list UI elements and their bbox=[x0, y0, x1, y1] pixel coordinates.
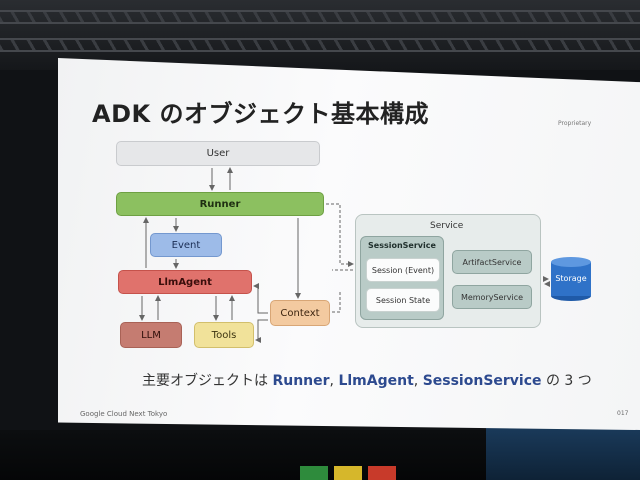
stage-light bbox=[300, 466, 328, 480]
stage-light bbox=[334, 466, 362, 480]
footer-event-name: Google Cloud Next Tokyo bbox=[80, 410, 168, 418]
slide-title: ADK のオブジェクト基本構成 bbox=[92, 100, 429, 128]
slide-caption: 主要オブジェクトは Runner, LlmAgent, SessionServi… bbox=[142, 370, 592, 390]
diagram-connectors bbox=[139, 167, 550, 343]
caption-llmagent: LlmAgent bbox=[338, 373, 414, 389]
llm-box: LLM bbox=[120, 322, 182, 348]
page-number: 017 bbox=[617, 410, 629, 417]
ceiling-truss bbox=[0, 38, 640, 52]
runner-box: Runner bbox=[116, 192, 324, 216]
caption-prefix: 主要オブジェクトは bbox=[142, 373, 273, 389]
memory-service-box: MemoryService bbox=[452, 285, 532, 309]
proprietary-label: Proprietary bbox=[558, 120, 592, 127]
tools-box: Tools bbox=[194, 322, 254, 348]
stage-light bbox=[368, 466, 396, 480]
projection-screen: ADK のオブジェクト基本構成 Proprietary bbox=[58, 58, 640, 430]
context-box: Context bbox=[270, 300, 330, 326]
llmagent-box: LlmAgent bbox=[118, 270, 252, 294]
caption-suffix: の 3 つ bbox=[541, 373, 592, 389]
artifact-service-box: ArtifactService bbox=[452, 250, 532, 274]
service-label: Service bbox=[430, 221, 464, 231]
session-service-label: SessionService bbox=[368, 241, 436, 250]
storage-label: Storage bbox=[555, 274, 587, 283]
storage-cylinder-icon bbox=[551, 257, 591, 301]
caption-separator: , bbox=[413, 373, 423, 389]
caption-runner: Runner bbox=[272, 373, 330, 389]
stage-side-panel bbox=[486, 428, 640, 480]
caption-separator: , bbox=[329, 373, 339, 389]
event-box: Event bbox=[150, 233, 222, 257]
caption-sessionservice: SessionService bbox=[422, 373, 542, 389]
session-event-box: Session (Event) bbox=[366, 258, 440, 282]
ceiling-truss bbox=[0, 10, 640, 24]
user-box: User bbox=[116, 141, 320, 166]
session-state-box: Session State bbox=[366, 288, 440, 312]
